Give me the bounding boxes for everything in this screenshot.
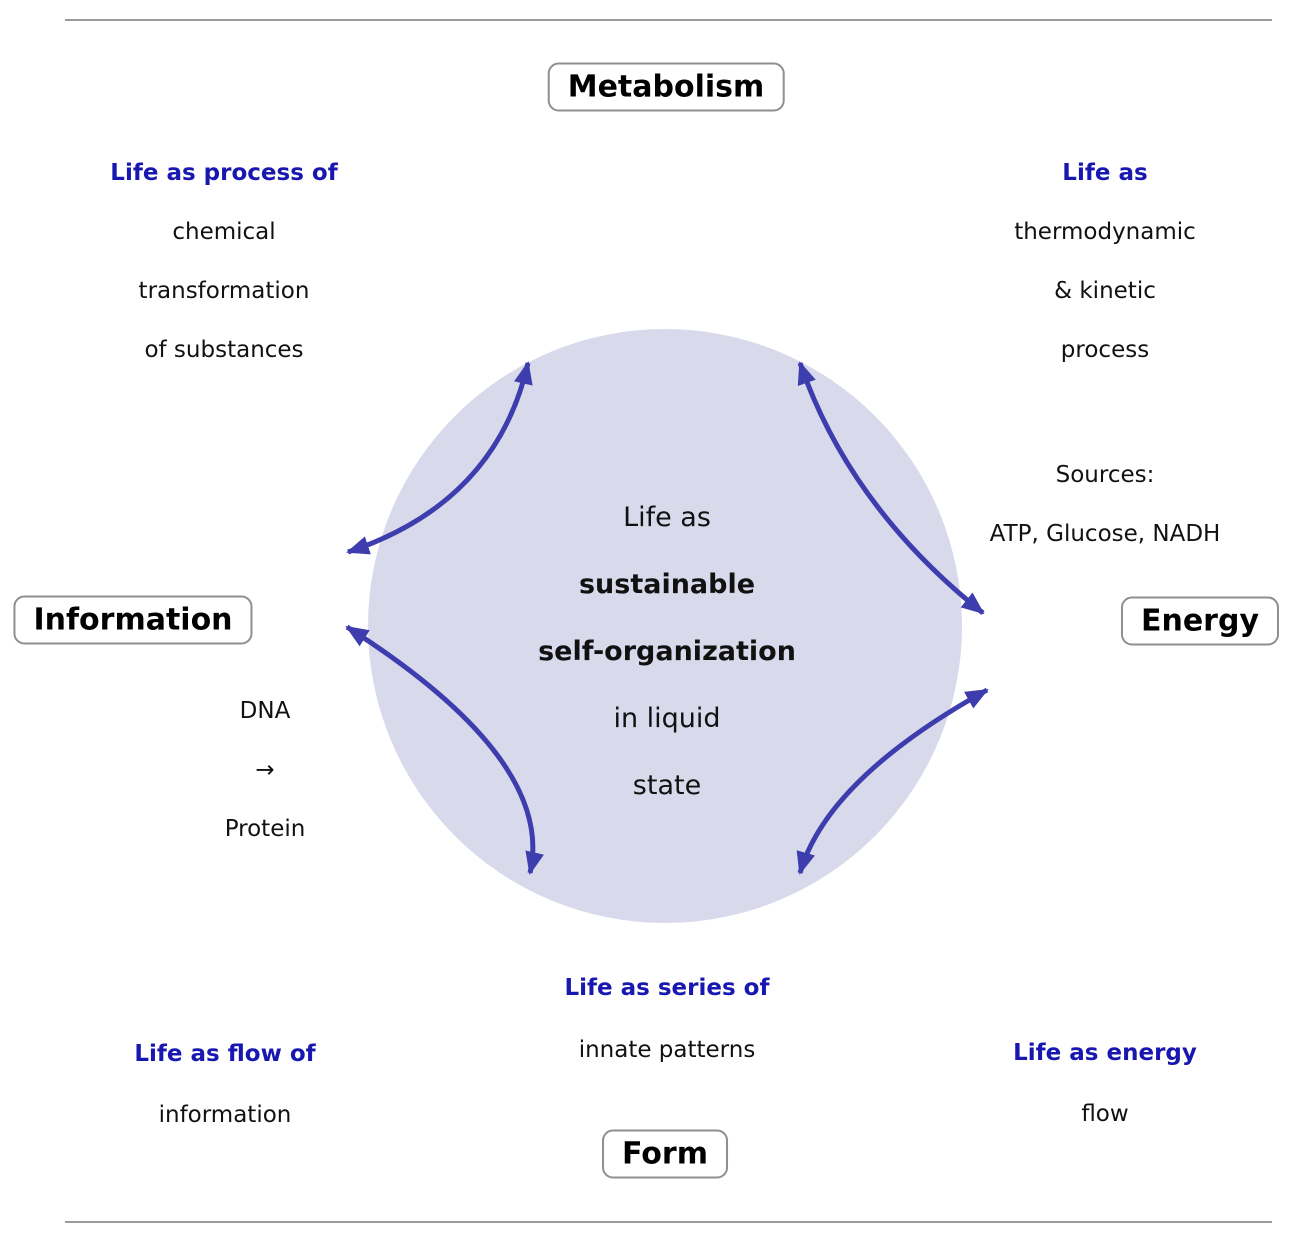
information-desc-line: information [158, 1102, 292, 1128]
energy-heading: Life as [1062, 160, 1148, 186]
center-line: Life as [623, 502, 711, 533]
arrow-bottom-left [345, 624, 544, 875]
right-arrow-glyph: → [255, 757, 275, 783]
information-description: Life as flow of information [134, 1024, 315, 1146]
form-description: Life as series of innate patterns [565, 957, 770, 1081]
bottom-divider-line [65, 1221, 1272, 1223]
energy-flow-description: Life as energy flow [1013, 1023, 1197, 1145]
form-heading: Life as series of [564, 975, 770, 1001]
protein-label: Protein [224, 816, 306, 842]
information-detail: DNA → Protein [225, 682, 306, 859]
dna-label: DNA [239, 698, 291, 724]
node-information: Information [13, 595, 253, 645]
center-line: self-organization [538, 636, 796, 667]
center-text: Life as sustainable self-organization in… [538, 484, 796, 819]
energy-description: Life as thermodynamic & kinetic process [1014, 144, 1196, 380]
center-line: in liquid [613, 703, 721, 734]
energy-desc-line: process [1060, 337, 1150, 363]
metabolism-desc-line: chemical [172, 219, 276, 245]
node-metabolism: Metabolism [547, 62, 785, 112]
metabolism-desc-line: transformation [138, 278, 310, 304]
form-desc-line: innate patterns [578, 1037, 756, 1063]
center-line: state [632, 770, 702, 801]
node-form: Form [602, 1129, 728, 1179]
energy-desc-line: thermodynamic [1014, 219, 1196, 245]
energy-sources-list: ATP, Glucose, NADH [989, 521, 1221, 547]
center-line: sustainable [578, 569, 756, 600]
energy-desc-line: & kinetic [1054, 278, 1156, 304]
metabolism-desc-line: of substances [144, 337, 304, 363]
energy-sources: Sources: ATP, Glucose, NADH [990, 446, 1221, 564]
arrow-top-left [346, 361, 533, 555]
information-heading: Life as flow of [134, 1041, 316, 1067]
energy-flow-desc-line: flow [1081, 1101, 1129, 1127]
arrow-bottom-right [796, 687, 989, 875]
top-divider-line [65, 19, 1272, 21]
energy-sources-label: Sources: [1055, 462, 1155, 488]
arrow-top-right [797, 361, 985, 615]
metabolism-heading: Life as process of [110, 160, 338, 186]
node-energy: Energy [1120, 596, 1280, 646]
metabolism-description: Life as process of chemical transformati… [110, 144, 337, 380]
energy-flow-heading: Life as energy [1013, 1040, 1197, 1066]
